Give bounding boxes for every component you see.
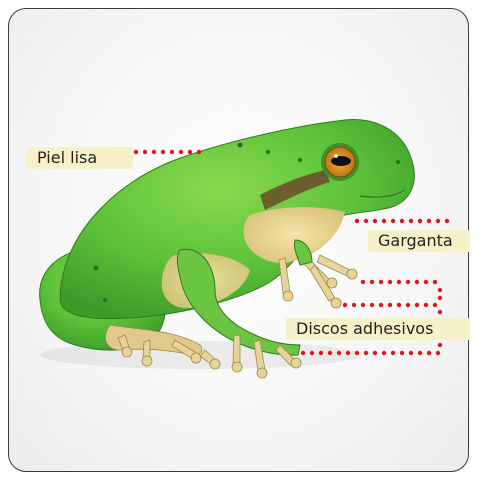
skin-spot [94, 266, 99, 271]
skin-spot [266, 150, 270, 154]
eye-highlight [334, 154, 338, 158]
label-adhesive-discs: Discos adhesivos [286, 318, 470, 340]
skin-spot [298, 158, 302, 162]
eye-pupil [331, 156, 351, 166]
skin-spot [103, 298, 107, 302]
leader-dots-discs-upper [343, 280, 442, 314]
leader-dots-smooth-skin [134, 150, 201, 154]
skin-spot [238, 143, 243, 148]
label-throat: Garganta [368, 230, 470, 252]
label-smooth-skin: Piel lisa [27, 147, 133, 169]
leader-dots-throat [355, 219, 449, 223]
frog-nostril [396, 160, 400, 164]
frog-throat [244, 207, 345, 263]
